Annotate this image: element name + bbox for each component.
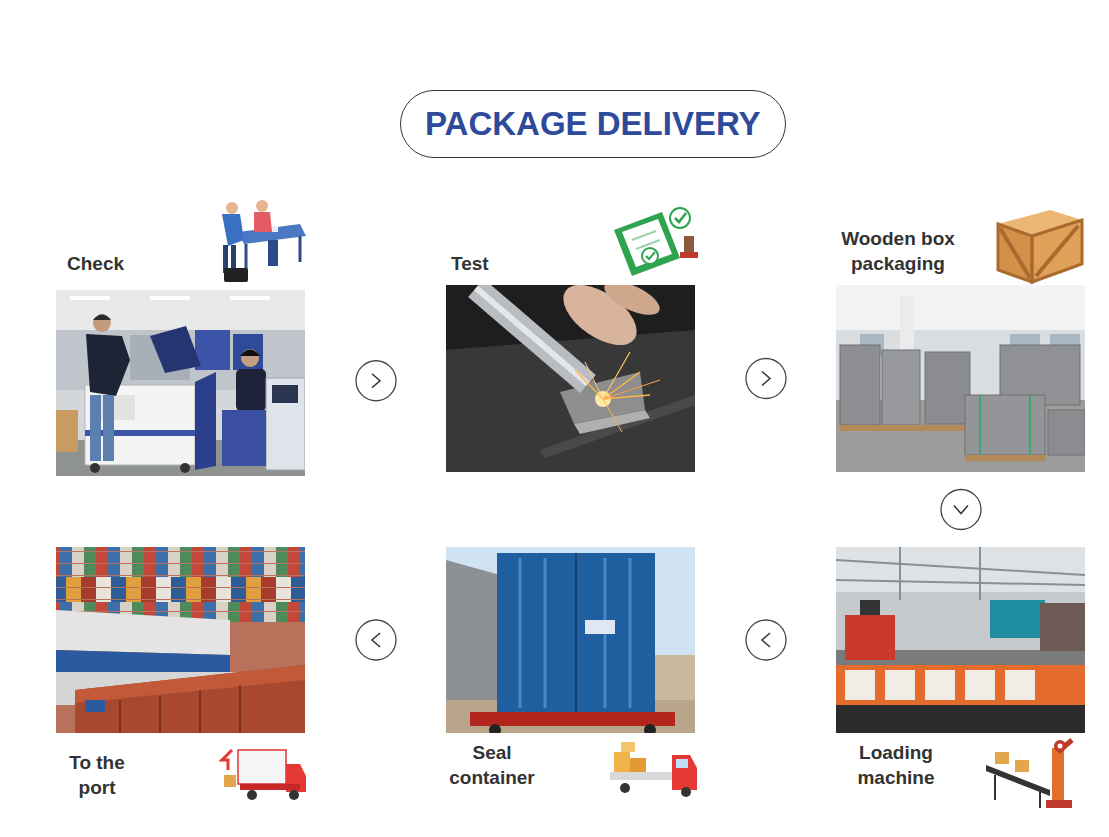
check-photo: [56, 290, 305, 476]
process-step: Test: [446, 200, 696, 472]
conveyor-icon: [986, 740, 1072, 808]
certificate-icon: [614, 208, 698, 276]
flow-arrow: [746, 620, 786, 660]
step-label: Check: [67, 251, 157, 276]
arrow-circle: [746, 620, 786, 660]
process-step: To the port: [56, 547, 306, 817]
chevron: [762, 372, 770, 386]
chevron: [372, 633, 380, 647]
inspection-icon: [222, 200, 306, 282]
chevron: [372, 374, 380, 388]
step-label: Seal container: [437, 740, 547, 790]
arrow-circle: [746, 359, 786, 399]
arrow-circle: [356, 620, 396, 660]
step-label: Wooden box packaging: [828, 226, 968, 276]
warehouse-photo: [836, 285, 1085, 472]
port-photo: [56, 547, 305, 733]
flow-arrow: [941, 490, 981, 530]
process-step: Check: [56, 200, 306, 476]
chevron: [954, 506, 968, 514]
process-step: Loading machine: [836, 547, 1086, 817]
step-label: To the port: [52, 750, 142, 800]
process-step: Wooden box packaging: [836, 200, 1086, 472]
truck-icon: [610, 742, 697, 797]
flow-arrow: [356, 361, 396, 401]
test-photo: [446, 285, 695, 472]
step-label: Loading machine: [841, 740, 951, 790]
loading-photo: [836, 547, 1085, 733]
chevron: [762, 633, 770, 647]
title-box: PACKAGE DELIVERY: [400, 90, 786, 158]
crate-icon: [998, 210, 1082, 282]
arrow-circle: [356, 361, 396, 401]
process-step: Seal container: [446, 547, 696, 817]
container-photo: [446, 547, 695, 733]
flow-arrow: [356, 620, 396, 660]
step-label: Test: [451, 251, 541, 276]
arrow-circle: [941, 490, 981, 530]
flow-arrow: [746, 359, 786, 399]
delivery-truck-icon: [222, 750, 306, 800]
